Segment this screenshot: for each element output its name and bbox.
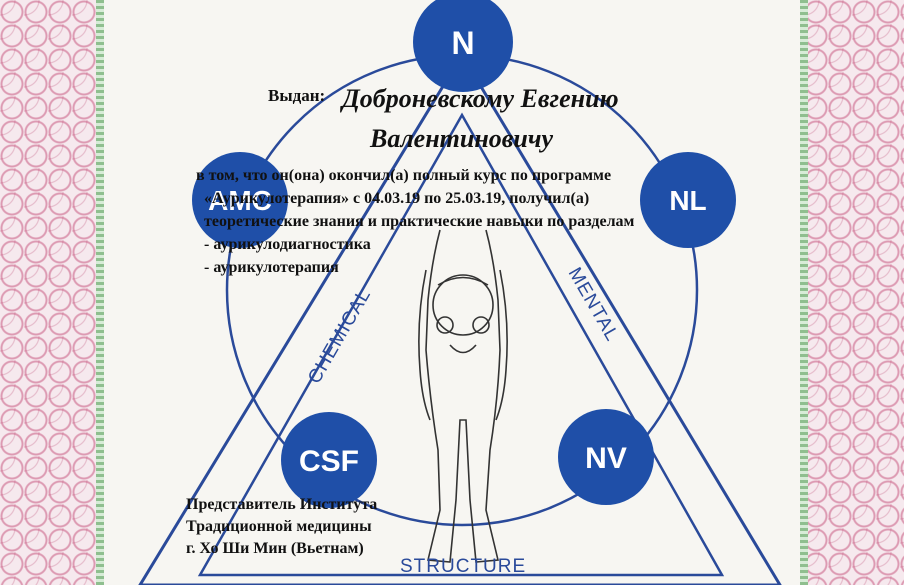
representative-line: Представитель Института — [186, 496, 378, 513]
node-csf: CSF — [281, 412, 377, 508]
node-nv-label: NV — [585, 442, 627, 475]
representative-line: г. Хо Ши Мин (Вьетнам) — [186, 540, 364, 557]
node-n: N — [413, 0, 513, 92]
issued-label: Выдан: — [268, 86, 326, 105]
node-nv: NV — [558, 409, 654, 505]
recipient-name-line2: Валентиновичу — [370, 124, 554, 153]
border-line-left — [96, 0, 104, 585]
body-line: в том, что он(она) окончил(а) полный кур… — [196, 167, 612, 184]
node-nl-label: NL — [669, 185, 706, 216]
body-line: теоретические знания и практические навы… — [204, 213, 635, 230]
label-structure: STRUCTURE — [400, 556, 526, 577]
certificate-paper — [104, 0, 800, 585]
node-nl: NL — [640, 152, 736, 248]
recipient-name-line1: Доброневскому Евгению — [342, 84, 619, 113]
body-line: - аурикулотерапия — [204, 259, 339, 276]
certificate-body: в том, что он(она) окончил(а) полный кур… — [196, 164, 634, 279]
body-line: - аурикулодиагностика — [204, 236, 371, 253]
node-amc: AMC — [192, 152, 288, 248]
human-figure-drawing — [418, 229, 508, 563]
triangle-outer — [138, 52, 782, 585]
node-csf-label: CSF — [299, 445, 359, 478]
decorative-border-left — [0, 0, 100, 585]
decorative-border-right — [804, 0, 904, 585]
border-line-right — [800, 0, 808, 585]
body-line: «Аурикулотерапия» с 04.03.19 по 25.03.19… — [204, 190, 590, 207]
representative-line: Традиционной медицины — [186, 518, 372, 535]
representative-signature-block: Представитель Института Традиционной мед… — [186, 494, 377, 560]
node-amc-label: AMC — [208, 185, 272, 216]
node-n-label: N — [451, 25, 474, 61]
triangle-inner — [197, 112, 725, 577]
